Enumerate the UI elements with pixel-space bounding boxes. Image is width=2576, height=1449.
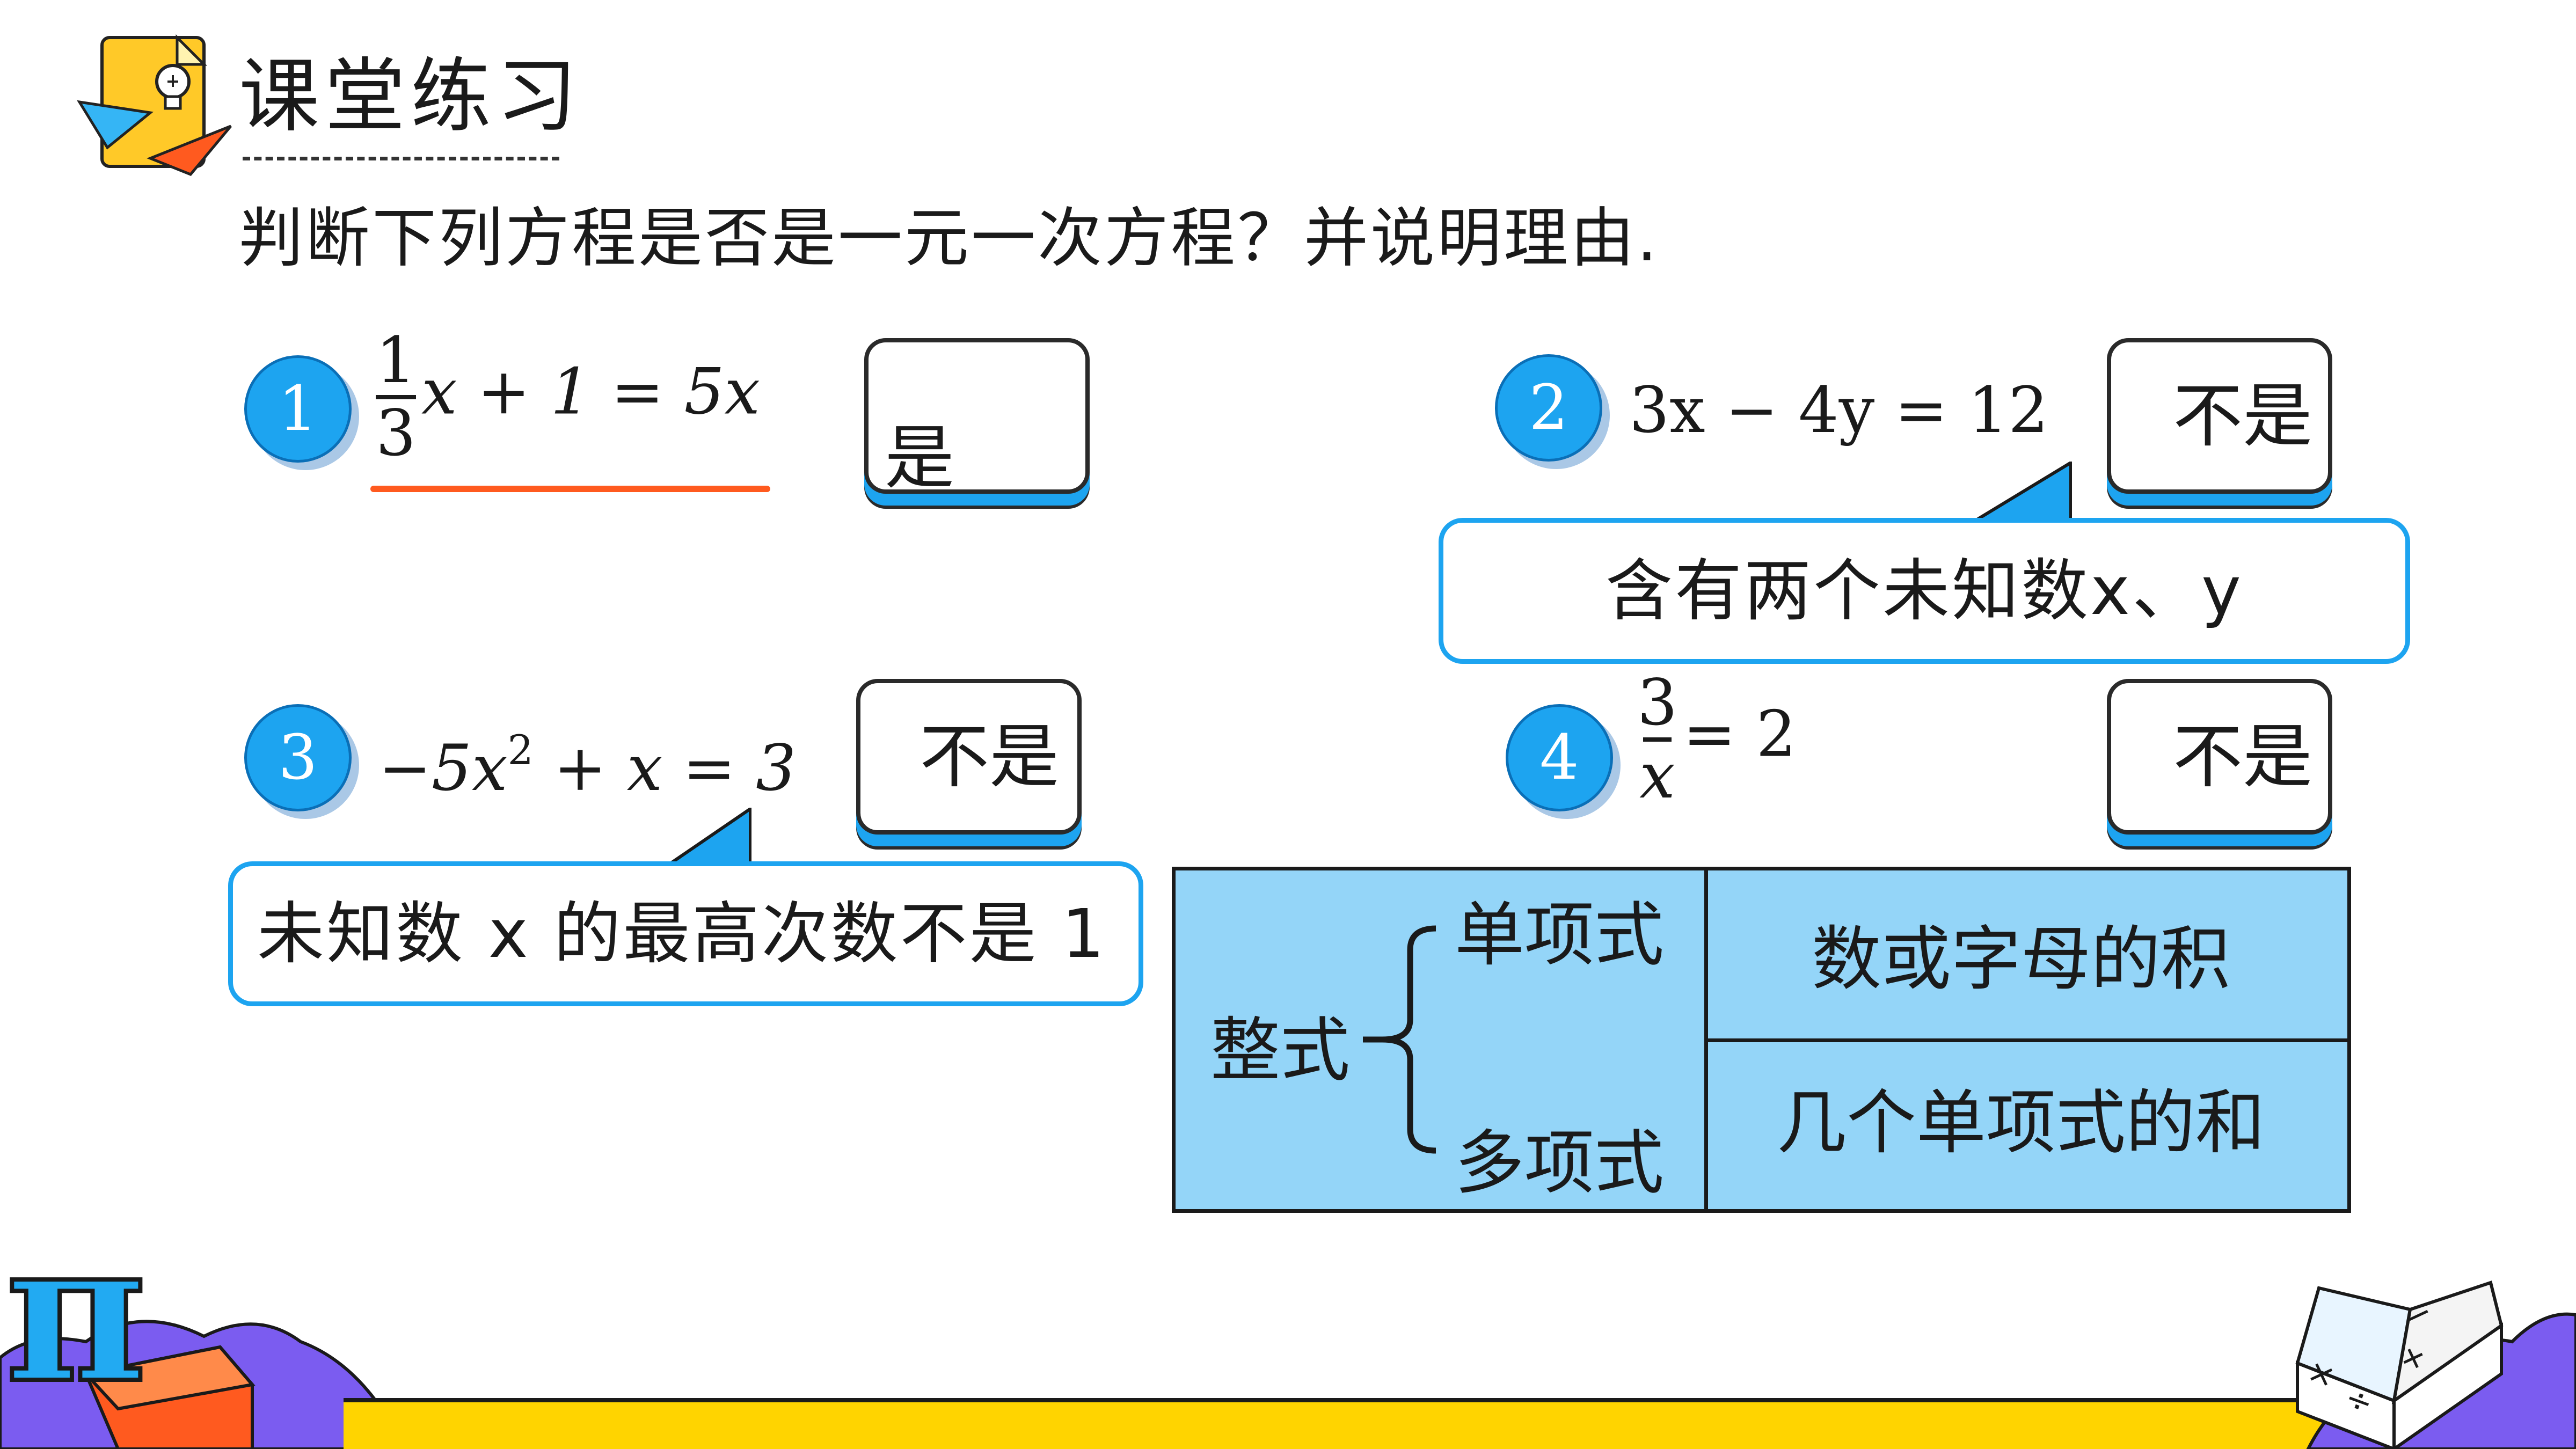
- equation-3-exponent: 2: [507, 726, 534, 774]
- equation-2: 3x − 4y = 12: [1629, 373, 2049, 447]
- equation-3-suffix: + x = 3: [533, 731, 797, 805]
- table-branch-monomial: 单项式: [1455, 894, 1665, 976]
- fraction-1: 1 3: [376, 323, 417, 470]
- reason-3-pointer: [666, 808, 751, 867]
- table-root-label: 整式: [1210, 1009, 1351, 1091]
- reason-bubble-3: 未知数 x 的最高次数不是 1: [228, 861, 1143, 1006]
- question-number-2: 2: [1495, 354, 1602, 462]
- pi-block-icon: [83, 1345, 256, 1449]
- polynomial-table: 整式 单项式 多项式 数或字母的积 几个单项式的和: [1172, 867, 2351, 1213]
- fraction-1-denominator: 3: [376, 396, 417, 470]
- answer-4-text: 不是: [2173, 716, 2313, 797]
- footer-band: [344, 1398, 2576, 1449]
- fraction-4-numerator: 3: [1637, 665, 1678, 740]
- equation-4: 3 x = 2: [1637, 665, 1797, 813]
- answer-box-3[interactable]: 不是: [856, 679, 1082, 835]
- question-number-3: 3: [244, 704, 352, 811]
- paper-plane-red-icon: [147, 125, 232, 176]
- question-prompt: 判断下列方程是否是一元一次方程？并说明理由.: [239, 201, 1660, 276]
- equation-3-prefix: −5x: [378, 731, 508, 805]
- equation-1: 1 3 x + 1 = 5x: [376, 327, 760, 467]
- reason-3-text: 未知数 x 的最高次数不是 1: [257, 895, 1107, 973]
- paper-plane-blue-icon: [77, 100, 154, 150]
- table-branch-polynomial: 多项式: [1455, 1122, 1665, 1204]
- table-definition-polynomial: 几个单项式的和: [1777, 1082, 2266, 1163]
- page-title: 课堂练习: [239, 50, 583, 143]
- table-brace: [1363, 925, 1436, 1154]
- equation-3: −5x2 + x = 3: [378, 730, 796, 800]
- answer-box-2[interactable]: 不是: [2107, 338, 2332, 494]
- answer-box-1[interactable]: 是: [864, 338, 1090, 494]
- fraction-4: 3 x: [1637, 665, 1678, 813]
- question-number-1: 1: [244, 355, 352, 463]
- reason-2-pointer: [1975, 462, 2072, 521]
- fraction-1-numerator: 1: [376, 323, 417, 397]
- equation-4-rest: = 2: [1683, 697, 1797, 771]
- answer-box-4[interactable]: 不是: [2107, 679, 2332, 835]
- answer-2-text: 不是: [2173, 375, 2313, 457]
- table-horizontal-divider: [1704, 1038, 2348, 1042]
- reason-2-text: 含有两个未知数x、y: [1606, 552, 2243, 630]
- header-icon: [75, 32, 236, 182]
- answer-1-text: 是: [885, 417, 955, 499]
- answer-3-text: 不是: [920, 716, 1060, 797]
- title-underline: [243, 157, 559, 160]
- pi-symbol-icon: π: [3, 1198, 149, 1425]
- question-number-4: 4: [1506, 704, 1613, 811]
- equation-1-rest: x + 1 = 5x: [421, 354, 761, 429]
- fraction-1-bar: [376, 394, 417, 399]
- table-definition-monomial: 数或字母的积: [1812, 918, 2231, 1000]
- fraction-4-bar: [1643, 737, 1672, 742]
- equation-1-underline: [370, 486, 770, 492]
- reason-bubble-2: 含有两个未知数x、y: [1439, 518, 2410, 664]
- open-book-icon: [2295, 1280, 2504, 1449]
- fraction-4-denominator: x: [1639, 738, 1675, 813]
